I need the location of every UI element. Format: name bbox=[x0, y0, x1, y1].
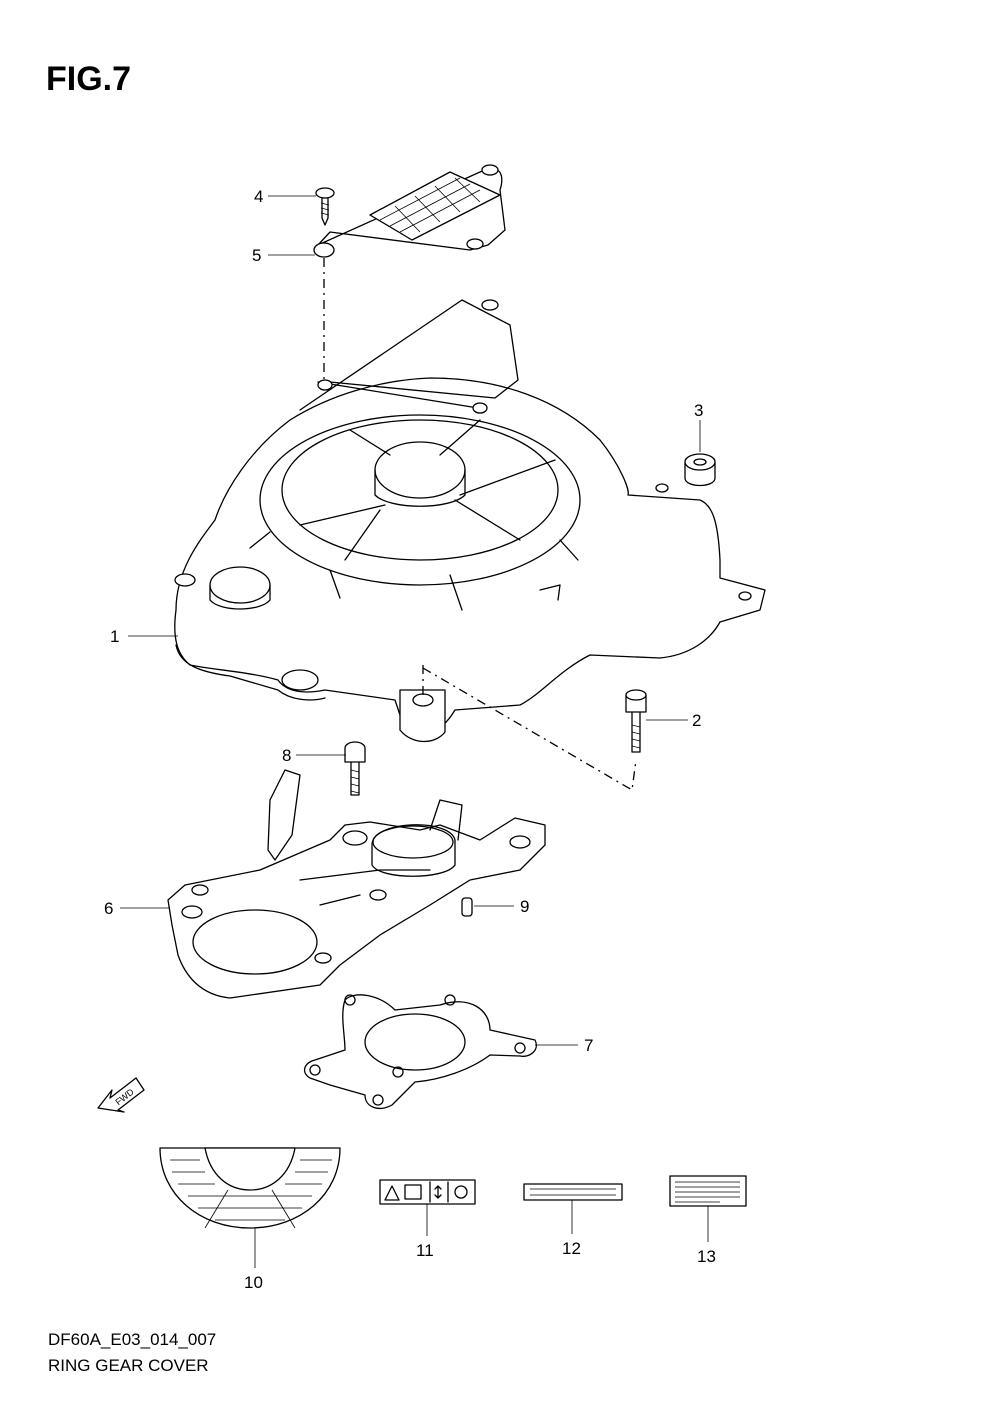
part-bolt-short bbox=[344, 741, 366, 796]
part-strip-label bbox=[523, 1183, 623, 1201]
callout-9: 9 bbox=[520, 897, 529, 916]
callout-leaders bbox=[120, 195, 709, 1268]
callout-13: 13 bbox=[697, 1247, 716, 1266]
callout-1: 1 bbox=[110, 627, 119, 646]
figure-title: FIG.7 bbox=[46, 60, 132, 98]
part-warning-label bbox=[379, 1179, 476, 1205]
part-screw bbox=[315, 187, 335, 226]
part-caution-label bbox=[669, 1175, 747, 1207]
part-gasket bbox=[303, 994, 537, 1109]
part-cover-plate bbox=[313, 164, 506, 258]
figure-name: RING GEAR COVER bbox=[48, 1356, 209, 1375]
callouts: 1 2 3 4 5 6 7 8 9 10 11 12 13 bbox=[104, 187, 716, 1292]
figure-code: DF60A_E03_014_007 bbox=[48, 1330, 217, 1349]
callout-7: 7 bbox=[584, 1036, 593, 1055]
part-pin bbox=[461, 897, 473, 917]
part-grommet bbox=[684, 453, 716, 487]
callout-6: 6 bbox=[104, 899, 113, 918]
forward-direction-arrow: FWD bbox=[97, 1077, 145, 1113]
assembly-lines bbox=[323, 258, 637, 792]
callout-3: 3 bbox=[694, 401, 703, 420]
callout-8: 8 bbox=[282, 746, 291, 765]
callout-10: 10 bbox=[244, 1273, 263, 1292]
callout-4: 4 bbox=[254, 187, 263, 206]
callout-5: 5 bbox=[252, 246, 261, 265]
part-decal-half-ring bbox=[159, 1147, 341, 1229]
part-bracket bbox=[167, 769, 546, 999]
part-bolt-long bbox=[625, 689, 647, 753]
callout-11: 11 bbox=[416, 1241, 434, 1260]
part-ring-gear-cover bbox=[174, 299, 766, 743]
callout-12: 12 bbox=[562, 1239, 581, 1258]
callout-2: 2 bbox=[692, 711, 701, 730]
